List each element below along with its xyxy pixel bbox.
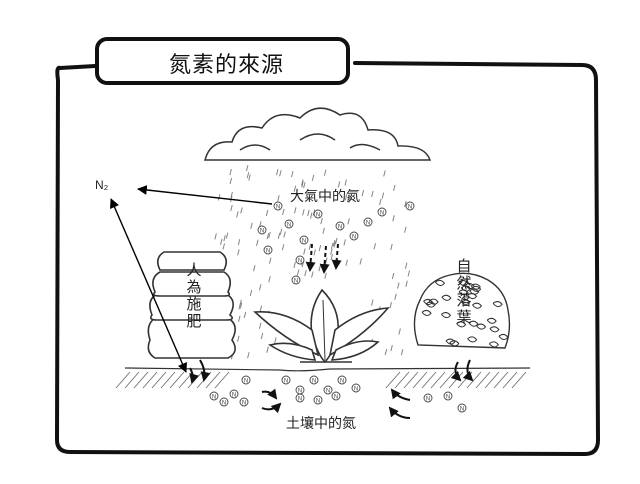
svg-text:N: N — [276, 205, 280, 211]
svg-text:N: N — [312, 379, 316, 385]
nitrogen-particle: N — [423, 393, 433, 403]
title-box: 氮素的來源 — [95, 37, 350, 85]
svg-text:N: N — [298, 389, 302, 395]
nitrogen-particle: N — [241, 375, 251, 385]
ground — [115, 367, 531, 389]
soil-label: 土壤中的氮 — [286, 416, 356, 432]
nitrogen-particle: N — [457, 403, 467, 413]
nitrogen-particle: N — [299, 235, 309, 245]
svg-text:N: N — [338, 225, 342, 231]
plant — [253, 288, 390, 364]
svg-text:N: N — [334, 395, 338, 401]
nitrogen-particle: N — [313, 395, 323, 405]
fertilizer-label: 人為施肥 — [186, 261, 202, 330]
svg-text:N: N — [284, 379, 288, 385]
nitrogen-particle: N — [263, 245, 273, 255]
svg-text:N: N — [408, 205, 412, 211]
rain-down-arrows — [305, 243, 342, 274]
nitrogen-particle: N — [295, 385, 305, 395]
svg-text:N: N — [232, 393, 236, 399]
nitrogen-particle: N — [405, 201, 415, 211]
nitrogen-particle: N — [257, 225, 267, 235]
svg-text:N: N — [354, 387, 358, 393]
nitrogen-particle: N — [323, 385, 333, 395]
nitrogen-particle: N — [337, 375, 347, 385]
svg-text:N: N — [260, 229, 264, 235]
svg-text:N: N — [316, 399, 320, 405]
svg-text:N: N — [340, 379, 344, 385]
nitrogen-particle: N — [335, 221, 345, 231]
svg-text:N: N — [244, 379, 248, 385]
svg-text:N: N — [316, 213, 320, 219]
nitrogen-particle: N — [295, 255, 305, 265]
nitrogen-particle: N — [281, 375, 291, 385]
nitrogen-particle: N — [331, 391, 341, 401]
nitrogen-particle: N — [309, 375, 319, 385]
svg-text:N: N — [426, 397, 430, 403]
leaf-pile — [413, 272, 511, 349]
nitrogen-particle: N — [443, 391, 453, 401]
svg-text:N: N — [298, 397, 302, 403]
arrow-atmosphere-to-n2 — [137, 185, 273, 205]
svg-text:N: N — [287, 223, 291, 229]
svg-text:N: N — [298, 259, 302, 265]
svg-text:N: N — [222, 401, 226, 407]
soil-arrows — [189, 359, 474, 419]
svg-text:N: N — [212, 395, 216, 401]
outer-frame — [54, 61, 601, 457]
svg-text:N: N — [294, 279, 298, 285]
svg-text:N: N — [352, 235, 356, 241]
nitrogen-particle: N — [349, 231, 359, 241]
nitrogen-particle: N — [219, 397, 229, 407]
nitrogen-particle: N — [377, 207, 387, 217]
nitrogen-particle: N — [351, 383, 361, 393]
svg-text:N: N — [326, 389, 330, 395]
svg-text:N: N — [460, 407, 464, 413]
nitrogen-particle: N — [363, 217, 373, 227]
nitrogen-particle: N — [291, 275, 301, 285]
nitrogen-particle: N — [209, 391, 219, 401]
svg-text:N: N — [380, 211, 384, 217]
cloud — [204, 107, 432, 161]
arrow-soil-n2-bidirectional — [110, 198, 187, 373]
nitrogen-particle: N — [239, 397, 249, 407]
nitrogen-particle: N — [273, 201, 283, 211]
n2-label: N₂ — [95, 178, 109, 192]
svg-text:N: N — [446, 395, 450, 401]
svg-text:N: N — [266, 249, 270, 255]
nitrogen-particle: N — [284, 219, 294, 229]
atmosphere-label: 大氣中的氮 — [290, 189, 360, 205]
page-title: 氮素的來源 — [169, 53, 285, 78]
fallen-leaves-label: 自然落葉 — [456, 257, 472, 326]
svg-text:N: N — [242, 401, 246, 407]
nitrogen-particle: N — [229, 389, 239, 399]
nitrogen-particle: N — [295, 393, 305, 403]
nitrogen-particle: N — [313, 209, 323, 219]
svg-text:N: N — [366, 221, 370, 227]
svg-text:N: N — [302, 239, 306, 245]
